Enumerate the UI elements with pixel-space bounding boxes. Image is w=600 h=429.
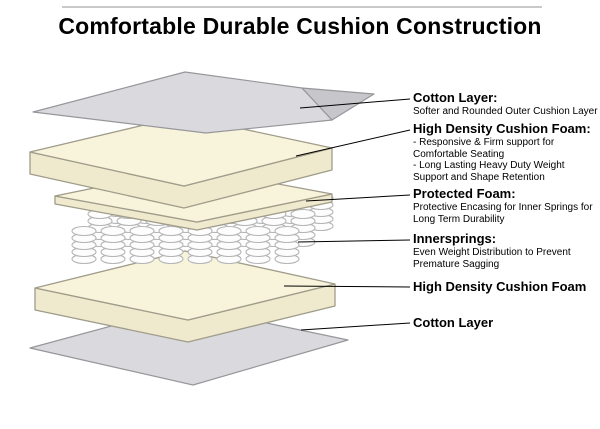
leader-line-protected-foam [305, 194, 411, 202]
cotton-layer-top-fold-shape [301, 87, 375, 121]
label-heading: Protected Foam: [413, 186, 516, 201]
leader-line-foam-lower [283, 285, 411, 288]
label-high-density-foam-upper: High Density Cushion Foam: - Responsive … [413, 122, 599, 183]
leader-line-foam-upper [295, 129, 411, 157]
leader-line-innersprings [297, 239, 411, 243]
label-description: Even Weight Distribution to Prevent Prem… [413, 247, 571, 270]
label-heading: High Density Cushion Foam: [413, 121, 591, 136]
foam-lower-top-shape [34, 250, 336, 321]
leader-line-cotton-top [299, 98, 411, 109]
label-cotton-layer-top: Cotton Layer: Softer and Rounded Outer C… [413, 91, 599, 118]
label-heading: Innersprings: [413, 231, 497, 246]
label-heading: Cotton Layer: [413, 90, 498, 105]
label-description: Protective Encasing for Inner Springs fo… [413, 202, 593, 225]
label-description: Softer and Rounded Outer Cushion Layer [413, 106, 598, 117]
label-high-density-foam-lower: High Density Cushion Foam [413, 280, 599, 294]
label-protected-foam: Protected Foam: Protective Encasing for … [413, 187, 599, 225]
page-title: Comfortable Durable Cushion Construction [58, 13, 542, 39]
label-heading: Cotton Layer [413, 315, 494, 330]
label-innersprings: Innersprings: Even Weight Distribution t… [413, 232, 599, 270]
cotton-layer-top-shape [32, 71, 333, 134]
label-cotton-layer-bottom: Cotton Layer [413, 316, 599, 330]
leader-line-cotton-bottom [300, 322, 411, 331]
label-heading: High Density Cushion Foam [413, 279, 587, 294]
top-rule [62, 6, 542, 8]
leader-lines [283, 98, 411, 331]
label-description: - Responsive & Firm support for Comforta… [413, 137, 565, 183]
